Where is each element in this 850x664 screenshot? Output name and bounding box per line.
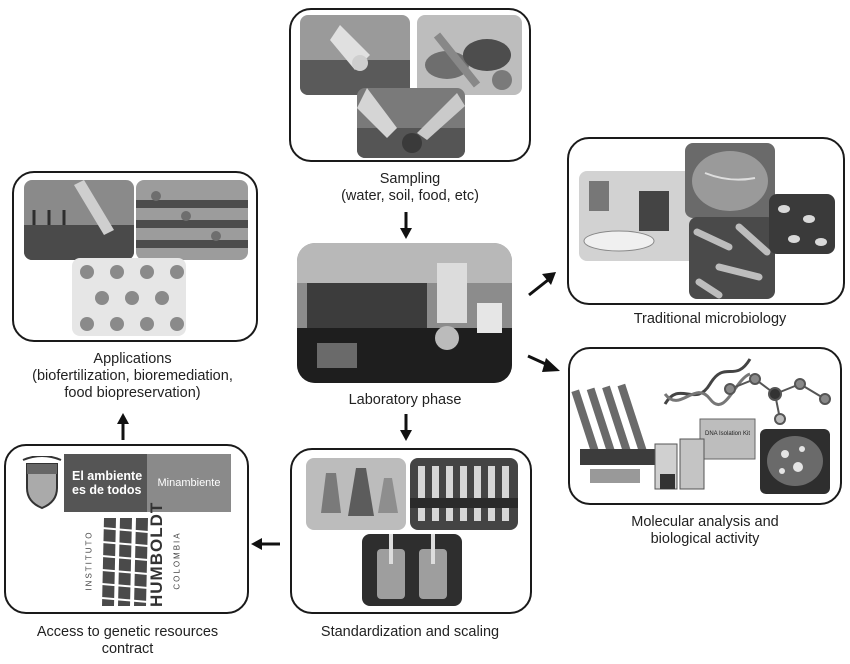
photo-seed-pellets (72, 258, 186, 336)
photo-food-vegetables (417, 15, 522, 95)
photo-laboratory (297, 243, 512, 383)
colombia-coat-of-arms-icon (21, 455, 63, 511)
access-label-line1: Access to genetic resources (36, 624, 219, 640)
applications-box (12, 171, 258, 342)
arrow-standardization-to-access (251, 538, 280, 550)
arrow-lab-to-standardization (400, 414, 412, 441)
colombia-label: COLOMBIA (172, 531, 182, 590)
ministry-name: Minambiente (157, 477, 221, 489)
sampling-subtitle: (water, soil, food, etc) (341, 188, 479, 204)
molecular-analysis-box: DNA Isolation Kit (568, 347, 842, 505)
photo-water-sampling (300, 15, 410, 95)
laboratory-label: Laboratory phase (348, 392, 462, 408)
access-label: Access to genetic resources contract (10, 624, 245, 658)
photo-flasks (306, 458, 406, 530)
dna-helix (663, 358, 752, 405)
molecular-illustration (571, 358, 831, 494)
gel-tray (590, 469, 640, 483)
arrow-lab-to-traditional (528, 272, 556, 297)
ministry-logo-light: Minambiente (147, 454, 231, 512)
photo-field-planting (24, 180, 134, 260)
molecular-label-line2: biological activity (650, 531, 760, 547)
dna-kit-box (699, 418, 756, 460)
dna-kit-label: DNA Isolation Kit (704, 431, 751, 437)
sampling-label: Sampling (water, soil, food, etc) (300, 171, 520, 205)
arrow-lab-to-molecular (527, 354, 560, 372)
photo-cocci-micrograph (769, 194, 835, 254)
arrow-sampling-to-lab (400, 212, 412, 239)
traditional-label: Traditional microbiology (633, 311, 787, 327)
photo-agar-plate (685, 143, 775, 218)
photo-bacteria-micrograph (689, 217, 775, 299)
ministry-slogan-line1: El ambiente (72, 469, 143, 483)
photo-test-tubes (410, 458, 518, 530)
molecular-label-line1: Molecular analysis and (631, 514, 779, 530)
sampling-title: Sampling (379, 171, 441, 187)
access-contract-box: El ambiente es de todos Minambiente INST… (4, 444, 249, 614)
humboldt-label: HUMBOLDT (147, 501, 166, 607)
standardization-box (290, 448, 532, 614)
photo-soil-sampling (357, 88, 465, 158)
molecular-label: Molecular analysis and biological activi… (600, 514, 810, 548)
applications-subtitle-line1: (biofertilization, bioremediation, (32, 368, 233, 384)
applications-label: Applications (biofertilization, bioremed… (10, 351, 255, 402)
traditional-microbiology-box (567, 137, 845, 305)
photo-bioreactor (362, 534, 462, 606)
standardization-label: Standardization and scaling (320, 624, 500, 640)
humboldt-logo: INSTITUTO HUMBOLDT COLOMBIA (84, 501, 204, 607)
ministry-logo-dark: El ambiente es de todos (64, 454, 147, 512)
pipette-rack (571, 383, 660, 465)
access-label-line2: contract (101, 641, 154, 657)
arrow-access-to-applications (117, 413, 129, 440)
sampling-box (289, 8, 531, 162)
molecule-model (724, 373, 831, 425)
applications-title: Applications (93, 351, 172, 367)
institute-label: INSTITUTO (84, 530, 94, 591)
photo-crop-rows (136, 180, 248, 260)
ministry-slogan-line2: es de todos (72, 483, 142, 497)
applications-subtitle-line2: food biopreservation) (64, 385, 201, 401)
